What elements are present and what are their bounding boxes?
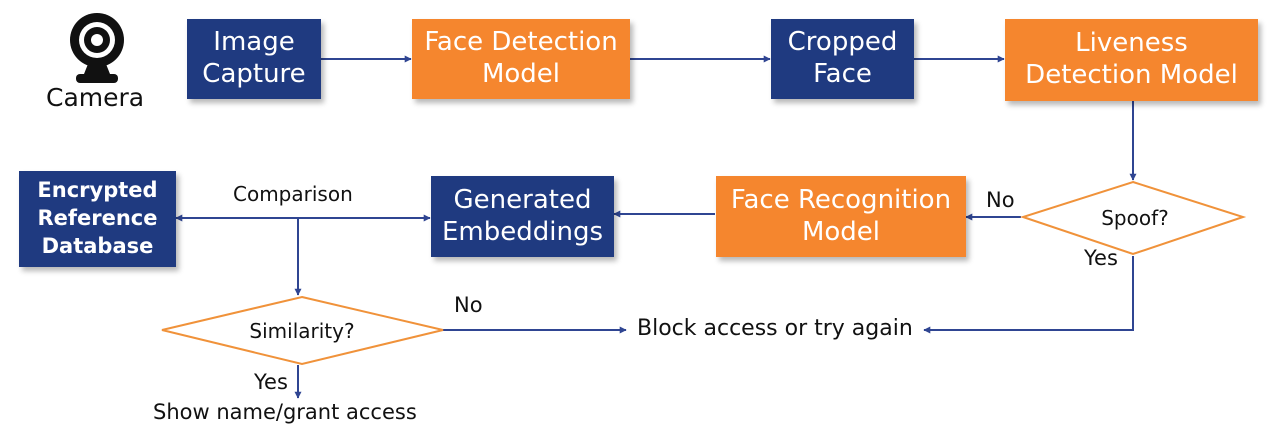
similarity-yes-label: Yes [254,370,288,394]
liveness-detection-model-box: Liveness Detection Model [1005,19,1258,101]
liveness-line-1: Liveness [1075,28,1188,59]
spoof-decision-diamond [1019,180,1247,256]
cropped-face-line-2: Face [813,59,872,89]
cropped-face-line-1: Cropped [787,27,898,58]
generated-embeddings-box: Generated Embeddings [431,176,614,257]
face-detection-line-1: Face Detection [424,27,618,58]
face-recognition-line-2: Model [801,216,881,247]
similarity-decision-diamond [161,295,444,366]
embeddings-line-1: Generated [453,184,592,215]
database-line-1: Encrypted [37,178,158,203]
database-line-2: Reference [37,206,158,231]
embeddings-line-2: Embeddings [441,216,603,247]
face-detection-model-box: Face Detection Model [412,19,630,99]
similarity-no-label: No [454,293,483,317]
webcam-icon [70,13,124,83]
image-capture-line-2: Capture [202,59,306,89]
face-recognition-model-box: Face Recognition Model [716,176,966,257]
image-capture-line-1: Image [213,27,295,58]
encrypted-reference-database-box: Encrypted Reference Database [19,171,176,267]
database-line-3: Database [41,233,154,258]
face-recognition-line-1: Face Recognition [730,184,952,215]
grant-access-label: Show name/grant access [153,400,417,424]
arrow-spoof-yes-to-block [923,256,1134,334]
camera-label: Camera [46,83,145,112]
block-access-label: Block access or try again [637,316,913,341]
spoof-no-label: No [986,188,1015,212]
comparison-label: Comparison [233,182,353,206]
similarity-decision-label: Similarity? [249,319,355,343]
face-detection-line-2: Model [481,59,561,89]
spoof-yes-label: Yes [1084,246,1118,270]
image-capture-box: Image Capture [187,19,321,99]
cropped-face-box: Cropped Face [771,19,914,99]
liveness-line-2: Detection Model [1025,60,1238,90]
spoof-decision-label: Spoof? [1101,206,1169,230]
